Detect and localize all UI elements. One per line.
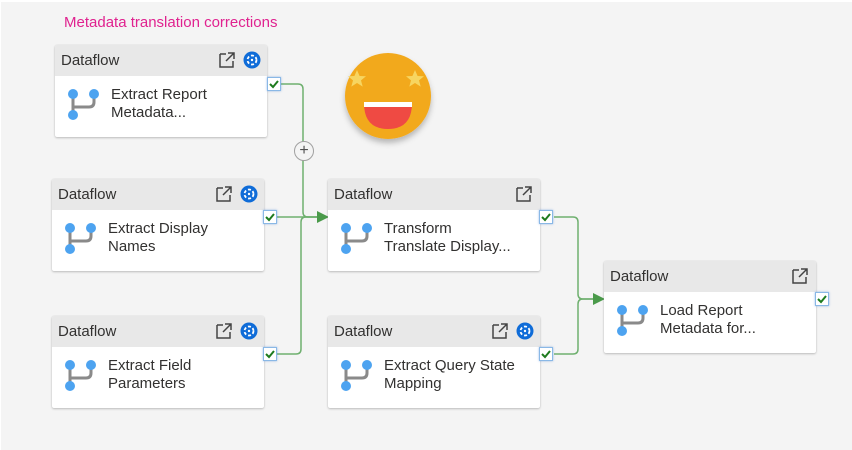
activity-type: Dataflow xyxy=(58,323,117,340)
open-in-new-icon[interactable] xyxy=(214,321,234,341)
activity-name-line1: Transform xyxy=(384,220,452,237)
activity-run-icon[interactable] xyxy=(516,322,534,340)
success-check-icon[interactable] xyxy=(263,347,277,361)
open-in-new-icon[interactable] xyxy=(217,50,237,70)
add-activity-button[interactable]: + xyxy=(294,141,314,161)
activity-run-icon[interactable] xyxy=(240,322,258,340)
success-check-icon[interactable] xyxy=(539,347,553,361)
activity-name-line1: Extract Query State xyxy=(384,357,515,374)
activity-header-icons xyxy=(217,50,261,70)
activity-type: Dataflow xyxy=(334,186,393,203)
activity-header: Dataflow xyxy=(328,316,540,347)
activity-name-line1: Extract Report xyxy=(111,86,207,103)
open-in-new-icon[interactable] xyxy=(514,184,534,204)
activity-name-line2: Names xyxy=(108,238,156,255)
activity-header-icons xyxy=(214,184,258,204)
activity-header-icons xyxy=(514,184,534,204)
activity-name-line1: Load Report xyxy=(660,302,743,319)
success-check-icon[interactable] xyxy=(539,210,553,224)
open-in-new-icon[interactable] xyxy=(490,321,510,341)
activity-name-line2: Translate Display... xyxy=(384,238,511,255)
activity-header-icons xyxy=(790,266,810,286)
activity-type: Dataflow xyxy=(610,268,669,285)
activity-header-icons xyxy=(214,321,258,341)
activity-type: Dataflow xyxy=(334,323,393,340)
activity-name-line1: Extract Field xyxy=(108,357,192,374)
activity-name-line2: Mapping xyxy=(384,375,442,392)
activity-header: Dataflow xyxy=(52,316,264,347)
activity-name-line2: Metadata for... xyxy=(660,320,756,337)
activity-header: Dataflow xyxy=(328,179,540,210)
pipeline-title: Metadata translation corrections xyxy=(64,14,278,31)
activity-name-line2: Parameters xyxy=(108,375,186,392)
activity-type: Dataflow xyxy=(61,52,120,69)
activity-run-icon[interactable] xyxy=(240,185,258,203)
star-eyes-emoji-icon xyxy=(345,53,431,139)
activity-run-icon[interactable] xyxy=(243,51,261,69)
open-in-new-icon[interactable] xyxy=(790,266,810,286)
activity-name-line2: Metadata... xyxy=(111,104,187,121)
success-check-icon[interactable] xyxy=(815,292,829,306)
activity-header: Dataflow xyxy=(52,179,264,210)
success-check-icon[interactable] xyxy=(267,77,281,91)
activity-header-icons xyxy=(490,321,534,341)
activity-type: Dataflow xyxy=(58,186,117,203)
activity-header: Dataflow xyxy=(604,261,816,292)
open-in-new-icon[interactable] xyxy=(214,184,234,204)
activity-header: Dataflow xyxy=(55,45,267,76)
plus-icon: + xyxy=(299,142,309,159)
success-check-icon[interactable] xyxy=(263,210,277,224)
activity-name-line1: Extract Display xyxy=(108,220,209,237)
